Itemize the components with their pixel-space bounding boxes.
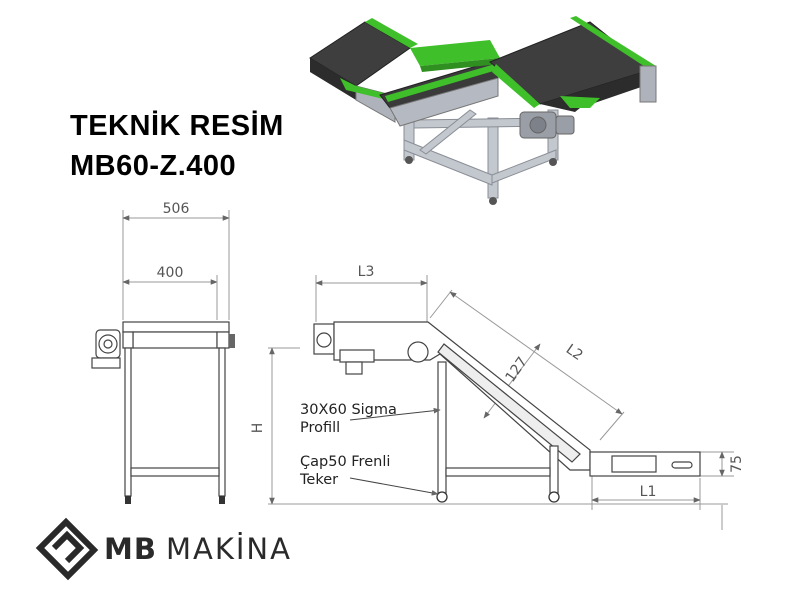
dim-h: H [250,423,266,434]
side-view [268,275,734,530]
dim-width-inner: 400 [157,265,184,281]
callout-wheel-line1: Çap50 Frenli [300,454,390,470]
dim-end-height: 75 [729,455,745,473]
callout-profile-line1: 30X60 Sigma [300,402,397,418]
dim-width-outer: 506 [163,201,190,217]
dim-l2: L2 [563,341,586,364]
conveyor-3d-render [309,16,657,205]
logo-brand-thin: MAKİNA [166,532,292,566]
dim-profile-height: 127 [503,354,531,385]
callout-profile-line2: Profill [300,420,340,436]
dim-l1: L1 [640,484,657,500]
logo-brand-bold: MB [104,532,157,566]
dim-l3: L3 [358,264,375,280]
drawing-title-line1: TEKNİK RESİM [70,110,284,142]
front-view [91,210,235,504]
drawing-title-line2: MB60-Z.400 [70,150,237,182]
mb-logo-icon [35,517,99,581]
callout-wheel-line2: Teker [299,472,338,488]
